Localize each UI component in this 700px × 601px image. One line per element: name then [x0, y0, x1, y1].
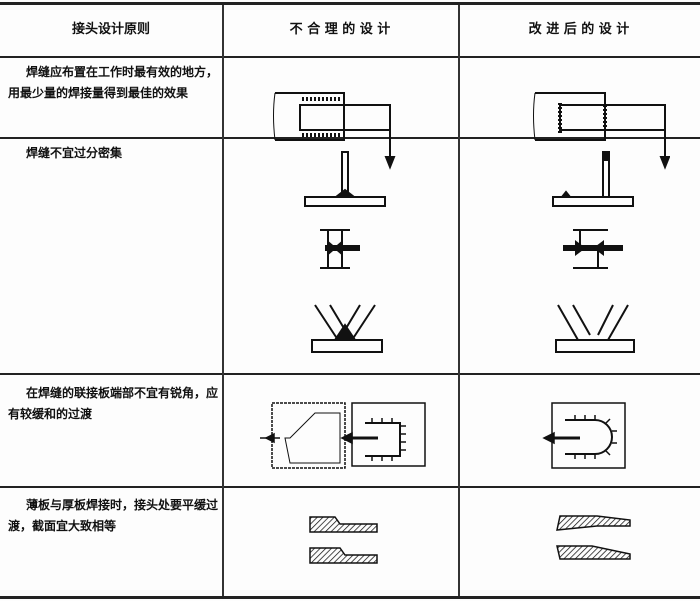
- row-divider: [0, 137, 700, 139]
- column-divider: [222, 5, 224, 596]
- column-divider: [458, 5, 460, 596]
- thick-thin-plate-bad-diagram: [309, 516, 378, 564]
- principle-text: 在焊缝的联接板端部不宜有锐角，应有较缓和的过渡: [8, 386, 219, 421]
- lap-joint-bad-diagram: [273, 92, 396, 170]
- header-improved-design: 改 进 后 的 设 计: [528, 22, 630, 37]
- row-divider: [0, 373, 700, 375]
- row-divider: [0, 56, 700, 58]
- table-bottom-rule: [0, 596, 700, 599]
- thick-thin-plate-improved-diagram: [556, 515, 631, 560]
- header-principle: 接头设计原则: [71, 22, 150, 37]
- row-divider: [0, 486, 700, 488]
- dense-welds-bad-diagrams: [304, 151, 386, 353]
- header-bad-design: 不 合 理 的 设 计: [289, 22, 391, 37]
- principle-text: 薄板与厚板焊接时，接头处要平缓过渡，截面宜大致相等: [8, 498, 219, 533]
- principle-text: 焊缝应布置在工作时最有效的地方，用最少量的焊接量得到最佳的效果: [8, 65, 219, 100]
- dense-welds-improved-diagrams: [552, 151, 635, 353]
- lap-joint-improved-diagram: [533, 92, 670, 170]
- principle-text: 焊缝不宜过分密集: [26, 146, 123, 160]
- table-top-rule: [0, 2, 700, 5]
- rounded-transition-improved-diagram: [542, 402, 626, 469]
- sharp-corner-bad-diagrams: [260, 402, 426, 469]
